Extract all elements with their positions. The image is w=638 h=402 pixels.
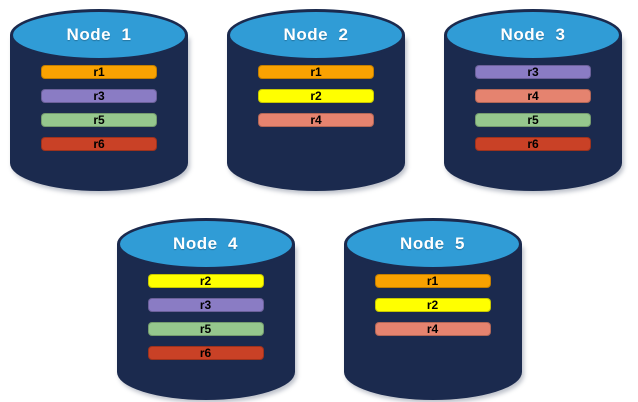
replica-bar-r4: r4 (258, 113, 374, 127)
replica-bar-r6: r6 (475, 137, 591, 151)
replica-bar-r1: r1 (258, 65, 374, 79)
replica-bar-r5: r5 (147, 322, 264, 336)
replica-bar-r6: r6 (147, 346, 264, 360)
node-label: Node 5 (400, 234, 465, 253)
replica-list: r2 r3 r5 r6 (117, 274, 295, 360)
replica-bar-r6: r6 (41, 137, 157, 151)
database-cylinder-top: Node 3 (444, 9, 622, 61)
replica-bar-r2: r2 (258, 89, 374, 103)
node-row-bottom: Node 4 r2 r3 r5 r6 Node 5 r1 r2 r4 (0, 218, 638, 400)
database-node-node-4: Node 4 r2 r3 r5 r6 (116, 218, 295, 400)
node-label: Node 2 (283, 25, 349, 44)
replica-bar-r2: r2 (374, 298, 491, 312)
replica-bar-r5: r5 (41, 113, 157, 127)
replica-list: r3 r4 r5 r6 (444, 65, 622, 151)
node-label: Node 3 (500, 25, 566, 44)
replica-bar-r1: r1 (41, 65, 157, 79)
replica-bar-r3: r3 (475, 65, 591, 79)
replica-bar-r5: r5 (475, 113, 591, 127)
replica-bar-r1: r1 (374, 274, 491, 288)
replica-bar-r2: r2 (147, 274, 264, 288)
database-node-node-1: Node 1 r1 r3 r5 r6 (10, 9, 188, 191)
node-label: Node 1 (66, 25, 132, 44)
database-node-node-2: Node 2 r1 r2 r4 (227, 9, 405, 191)
replica-bar-r4: r4 (475, 89, 591, 103)
replica-list: r1 r2 r4 (227, 65, 405, 127)
database-cylinder-top: Node 2 (227, 9, 405, 61)
database-node-node-3: Node 3 r3 r4 r5 r6 (444, 9, 622, 191)
replica-list: r1 r3 r5 r6 (10, 65, 188, 151)
database-node-node-5: Node 5 r1 r2 r4 (343, 218, 522, 400)
replica-bar-r4: r4 (374, 322, 491, 336)
node-label: Node 4 (173, 234, 238, 253)
replica-list: r1 r2 r4 (344, 274, 522, 336)
database-cylinder-top: Node 5 (343, 218, 522, 270)
replica-bar-r3: r3 (147, 298, 264, 312)
replica-bar-r3: r3 (41, 89, 157, 103)
database-cylinder-top: Node 4 (116, 218, 295, 270)
database-cylinder-top: Node 1 (10, 9, 188, 61)
